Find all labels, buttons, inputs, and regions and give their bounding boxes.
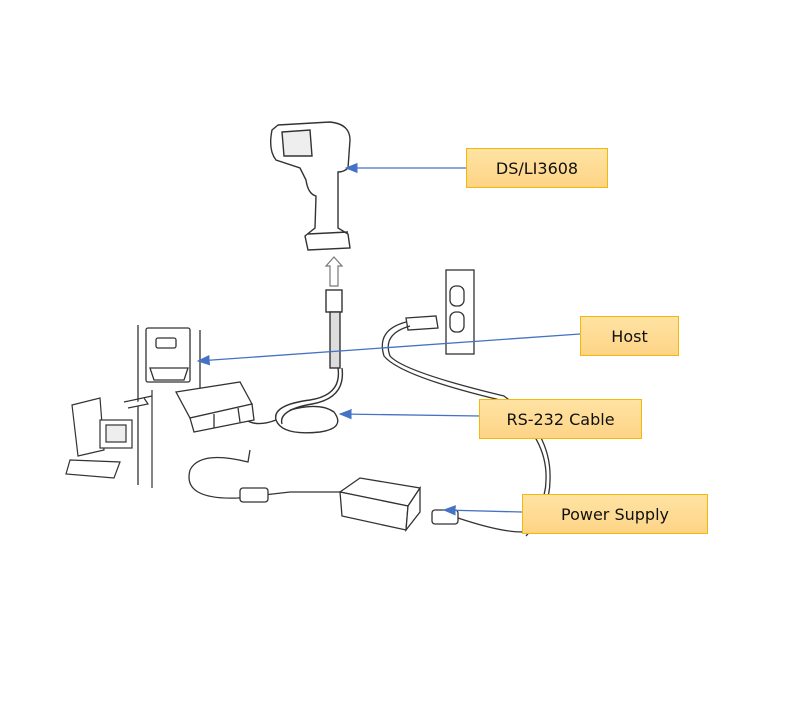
callout-rs232-cable: RS-232 Cable (479, 399, 642, 439)
host-callout-arrow (196, 333, 581, 366)
host-port-panel (137, 325, 201, 485)
callout-scanner-text: DS/LI3608 (495, 158, 579, 178)
callout-host-text: Host (611, 326, 648, 346)
callout-host: Host (580, 316, 679, 356)
callout-arrows (196, 162, 581, 516)
callout-power-supply: Power Supply (522, 494, 708, 534)
db9-connector (174, 381, 255, 433)
callout-cable-text: RS-232 Cable (506, 409, 615, 429)
cable-callout-arrow (338, 408, 481, 420)
host-computer-illustration (65, 390, 153, 488)
power-callout-arrow (442, 505, 523, 516)
rs232-cable-illustration (221, 289, 344, 434)
callout-power-text: Power Supply (561, 504, 669, 524)
insert-arrow-icon (324, 256, 344, 287)
callout-scanner-model: DS/LI3608 (466, 148, 608, 188)
power-supply-illustration (188, 449, 523, 533)
scanner-illustration (269, 121, 351, 251)
